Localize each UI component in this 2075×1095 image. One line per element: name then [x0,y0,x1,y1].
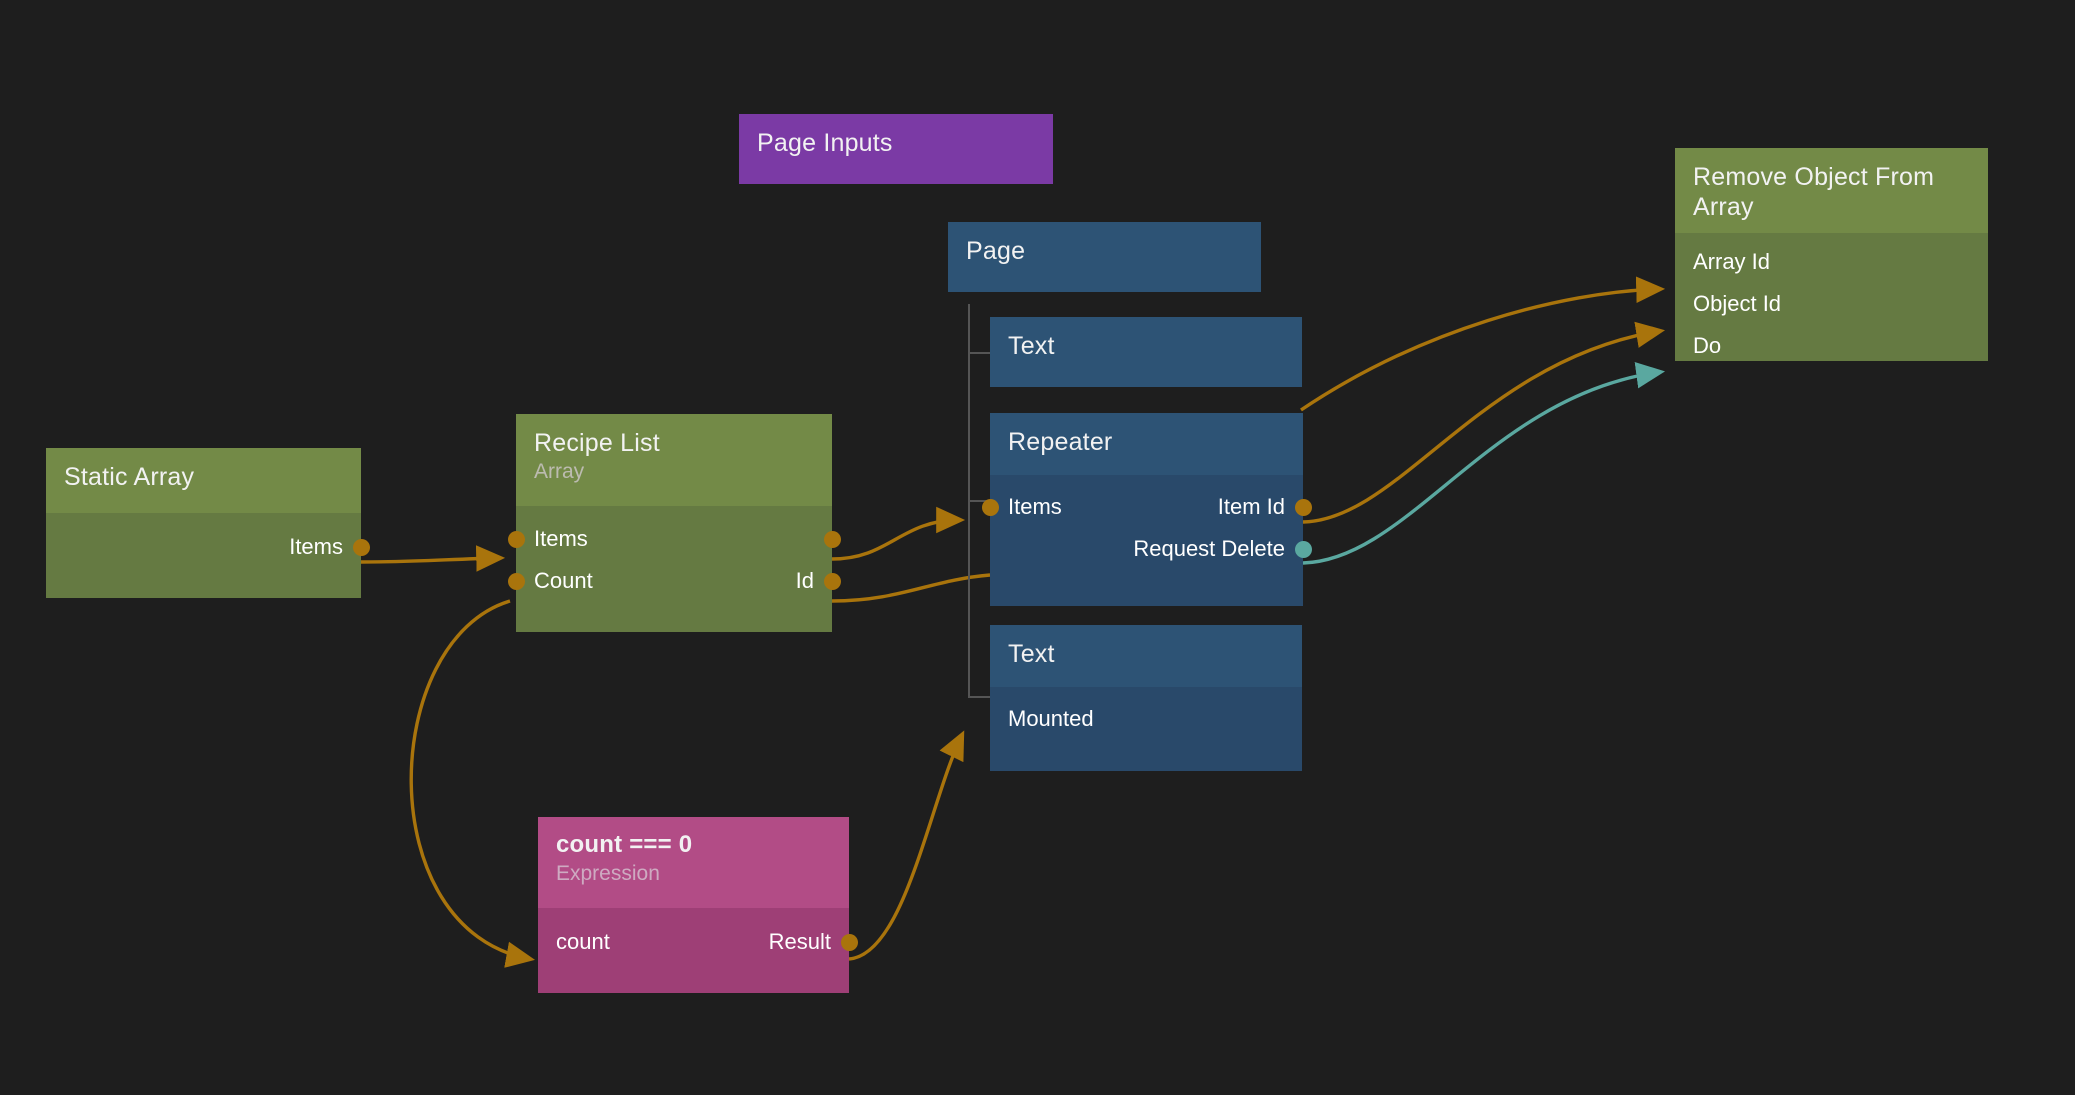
port-dot-expression-result-out[interactable] [840,933,858,951]
port-label-remove-object-do: Do [1693,333,1722,358]
node-recipe-list-body: Items Count Id [507,506,841,632]
node-page-header[interactable]: Page [948,222,1261,292]
port-label-repeater-item-id: Item Id [1217,494,1285,519]
node-remove-object-from-array-body: Array Id Object Id Do [1675,233,1988,361]
port-dot-recipe-list-count-in[interactable] [507,572,525,590]
port-dot-static-array-items-out[interactable] [352,538,370,556]
port-row-text-bottom-mounted[interactable]: Mounted [990,698,1302,740]
port-dot-recipe-list-items-out[interactable] [823,530,841,548]
port-row-repeater-request-delete[interactable]: Request Delete [990,528,1312,570]
wire-recipe-list-id-segment-a [831,573,991,603]
node-repeater-header[interactable]: Repeater [990,413,1303,475]
node-remove-object-from-array-header[interactable]: Remove Object From Array [1675,148,1988,233]
port-label-repeater-request-delete: Request Delete [1133,536,1285,561]
node-recipe-list-header[interactable]: Recipe List Array [516,414,832,506]
port-row-remove-object-object-id[interactable]: Object Id [1675,283,1988,325]
port-label-recipe-list-id: Id [795,568,814,593]
node-recipe-list-title: Recipe List [534,429,660,457]
port-label-recipe-list-count: Count [534,568,593,593]
node-repeater-title: Repeater [1008,428,1113,456]
node-text-bottom-title: Text [1008,640,1055,668]
node-remove-object-from-array[interactable]: Remove Object From Array Array Id Object… [1675,148,1988,361]
port-label-recipe-list-items: Items [534,526,588,551]
wire-recipe-list-id-to-array-id [1300,276,1666,412]
port-label-text-bottom-mounted: Mounted [1008,706,1094,731]
node-page-title: Page [966,237,1026,265]
node-page-inputs[interactable]: Page Inputs [739,114,1053,184]
port-label-repeater-items: Items [1008,494,1062,519]
node-static-array-header[interactable]: Static Array [46,448,361,513]
node-page-inputs-title: Page Inputs [757,129,893,157]
node-page-inputs-header[interactable]: Page Inputs [739,114,1053,184]
node-text-bottom-body: Mounted [990,687,1302,771]
wire-expression-result-to-mounted [848,730,965,961]
port-dot-recipe-list-items-in[interactable] [507,530,525,548]
node-text-bottom-header[interactable]: Text [990,625,1302,687]
port-row-repeater-items[interactable]: Items Item Id [981,486,1312,528]
node-text-bottom[interactable]: Text Mounted [990,625,1302,771]
node-text-top-title: Text [1008,332,1055,360]
node-page[interactable]: Page [948,222,1261,292]
port-dot-repeater-request-delete-out[interactable] [1294,540,1312,558]
tree-branch-text-top [968,352,992,354]
port-row-recipe-list-count[interactable]: Count Id [507,560,841,602]
port-dot-repeater-item-id-out[interactable] [1294,498,1312,516]
node-text-top-header[interactable]: Text [990,317,1302,387]
port-label-expression-result: Result [768,929,831,954]
port-row-static-array-items[interactable]: Items [46,526,370,568]
port-label-remove-object-object-id: Object Id [1693,291,1782,316]
node-expression-header[interactable]: count === 0 Expression [538,817,849,908]
wire-repeater-request-delete-to-do [1302,362,1666,565]
node-expression-title: count === 0 [556,831,693,858]
port-row-recipe-list-items[interactable]: Items [507,518,841,560]
wire-static-array-to-recipe-list [360,545,506,572]
node-static-array-title: Static Array [64,463,195,491]
node-remove-object-from-array-title: Remove Object From Array [1693,163,1935,221]
node-text-top[interactable]: Text [990,317,1302,387]
port-label-expression-count: count [556,929,610,954]
node-recipe-list-subtitle: Array [534,460,585,483]
port-row-expression-count[interactable]: count Result [538,921,858,963]
node-expression-subtitle: Expression [556,861,660,885]
port-dot-recipe-list-id-out[interactable] [823,572,841,590]
port-dot-repeater-items-in[interactable] [981,498,999,516]
node-repeater-body: Items Item Id Request Delete [981,475,1312,606]
tree-branch-repeater [968,500,992,502]
tree-branch-text-bottom [968,696,992,698]
port-label-remove-object-array-id: Array Id [1693,249,1771,274]
wire-recipe-list-to-repeater-items [831,506,966,561]
wire-recipe-list-count-to-expression [409,599,536,968]
port-row-remove-object-array-id[interactable]: Array Id [1675,241,1988,283]
wire-repeater-item-id-to-object-id [1302,321,1666,524]
port-row-remove-object-do[interactable]: Do [1675,325,1988,367]
node-expression[interactable]: count === 0 Expression count Result [538,817,858,993]
node-expression-body: count Result [538,908,858,993]
node-repeater[interactable]: Repeater Items Item Id Request Delete [981,413,1312,606]
node-static-array[interactable]: Static Array Items [46,448,370,598]
node-static-array-body: Items [46,513,370,598]
port-label-static-array-items: Items [289,534,343,559]
node-recipe-list[interactable]: Recipe List Array Items Count Id [507,414,841,632]
